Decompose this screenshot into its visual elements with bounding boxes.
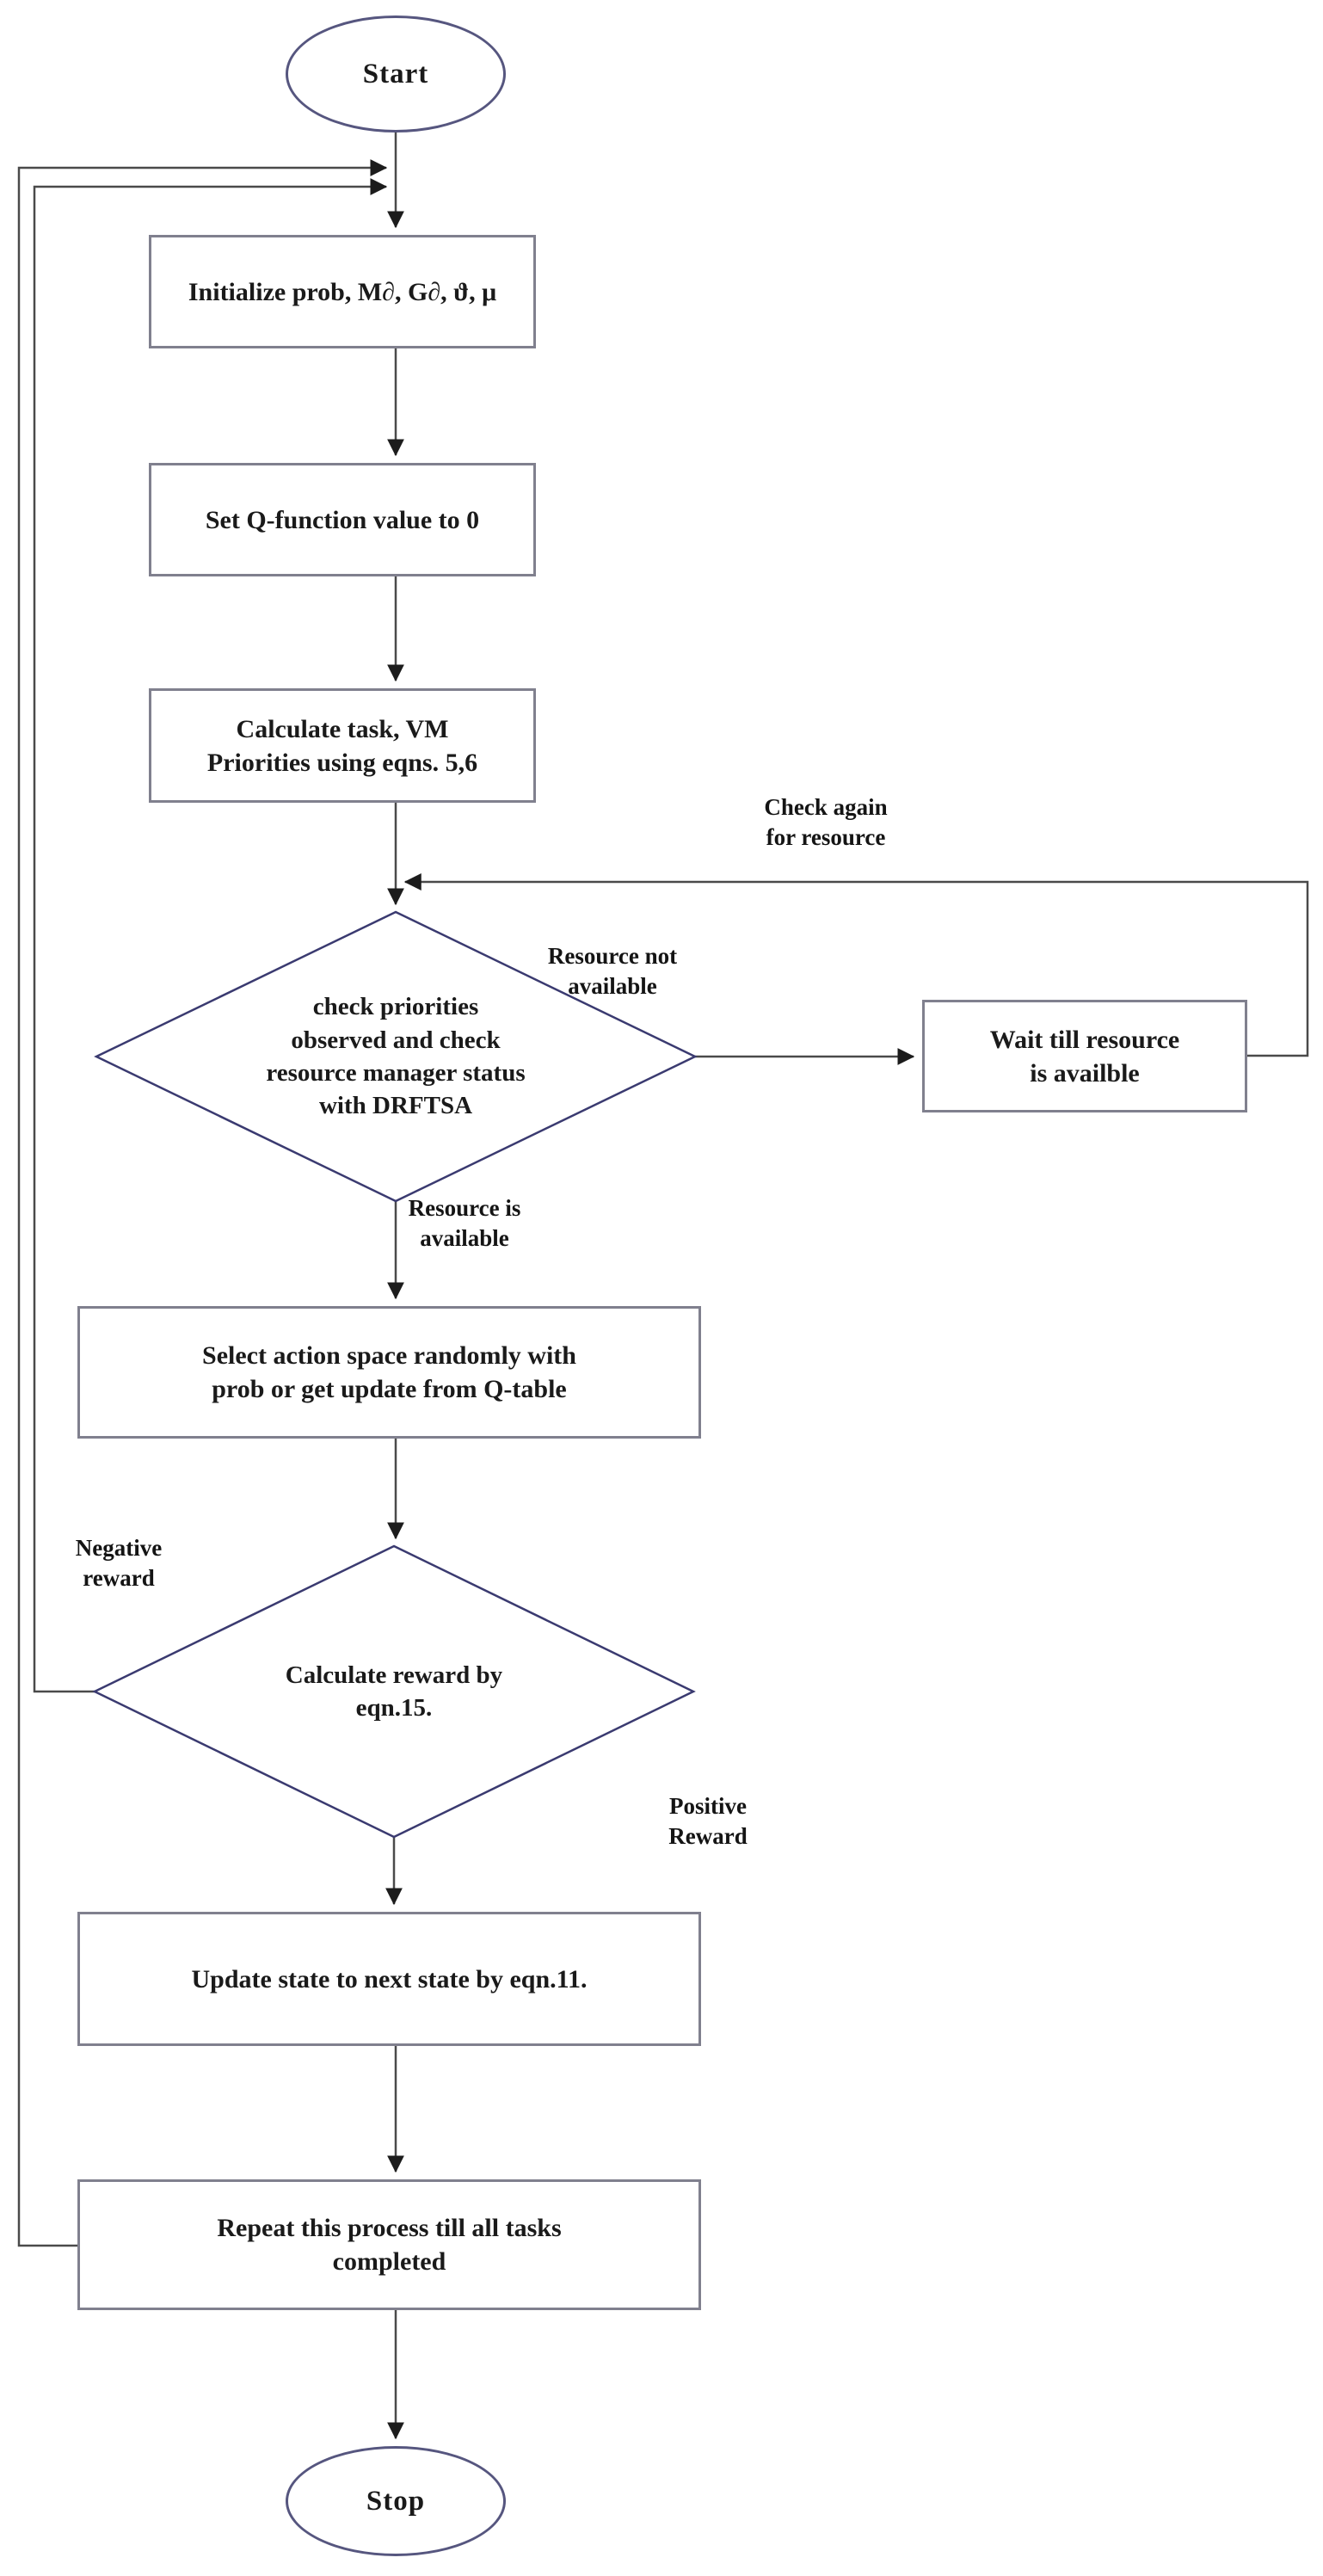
decision1-diamond-shape: [94, 910, 698, 1203]
decision2-calculate-reward-label: Calculate reward by eqn.15.: [285, 1661, 503, 1722]
process-update-state: Update state to next state by eqn.11.: [77, 1912, 701, 2046]
process-repeat: Repeat this process till all tasks compl…: [77, 2179, 701, 2310]
stop-terminator: Stop: [286, 2446, 506, 2556]
label-negative-reward: Negative reward: [75, 1535, 163, 1591]
process-wait-resource: Wait till resource is availble: [922, 1000, 1247, 1112]
edge-repeat-loop: [17, 159, 388, 2247]
process-set-q-function: Set Q-function value to 0: [149, 463, 536, 576]
edge-negative-reward-loop: [33, 178, 388, 1693]
label-resource-not-available: Resource not available: [547, 943, 678, 999]
process-select-action: Select action space randomly with prob o…: [77, 1306, 701, 1439]
start-terminator: Start: [286, 15, 506, 132]
decision1-check-priorities-label: check priorities observed and check reso…: [266, 993, 526, 1120]
label-check-again-for-resource: Check again for resource: [764, 794, 888, 850]
decision2-diamond-shape: [92, 1544, 696, 1839]
label-resource-available: Resource is available: [408, 1195, 521, 1251]
process-calculate-priorities: Calculate task, VM Priorities using eqns…: [149, 688, 536, 803]
edge-wait-check-again-loop: [403, 873, 1309, 1057]
label-positive-reward: Positive Reward: [668, 1793, 748, 1849]
process-initialize: Initialize prob, M∂, G∂, ϑ, μ: [149, 235, 536, 348]
